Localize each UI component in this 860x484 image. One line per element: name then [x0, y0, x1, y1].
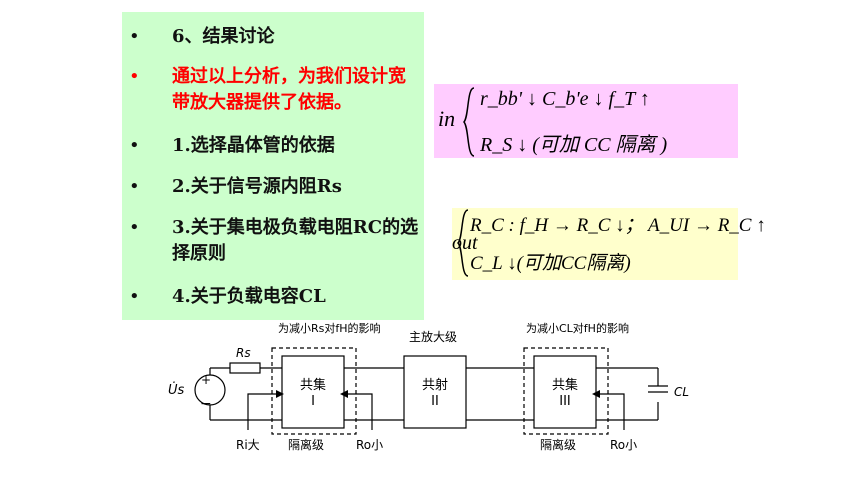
- formula-out-prefix: out: [452, 232, 478, 254]
- stage2-num: II: [431, 394, 439, 409]
- bullet-marker: •: [129, 217, 140, 238]
- stage1-name: 共集: [299, 378, 326, 393]
- formula-in-line2: R_S ↓ (可加 CC 隔离 ): [480, 134, 668, 156]
- ro-arrowhead-icon: [340, 390, 348, 398]
- bullet-marker: •: [129, 176, 140, 197]
- bullet-marker: •: [129, 26, 140, 47]
- rs-resistor-icon: [229, 362, 261, 374]
- input-formula-box: [434, 84, 738, 158]
- ri-note: Ri大: [236, 438, 260, 452]
- bullet-marker: •: [129, 66, 140, 87]
- svg-text:−: −: [200, 396, 212, 412]
- formula-out-line1: R_C : f_H → R_C ↓； A_UI → R_C ↑: [470, 215, 766, 236]
- stage2-name: 共射: [421, 378, 448, 393]
- source-label: U̇s: [168, 383, 185, 398]
- formula-in-brace: [463, 87, 475, 157]
- ro-note-2: Ro小: [610, 438, 638, 452]
- ro-note-1: Ro小: [356, 438, 384, 452]
- iso-label-1: 隔离级: [288, 438, 325, 452]
- note-main-stage: 主放大级: [409, 330, 458, 344]
- svg-text:+: +: [201, 373, 211, 387]
- ro-arrowhead-icon: [592, 390, 600, 398]
- bullet-text: 通过以上分析，为我们设计宽带放大器提供了依据。: [172, 66, 406, 113]
- note-rs: 为减小Rs对fH的影响: [278, 322, 381, 335]
- bullet-text: 3.关于集电极负载电阻RC的选择原则: [172, 217, 419, 264]
- iso-label-2: 隔离级: [540, 438, 577, 452]
- bullet-marker: •: [129, 135, 140, 156]
- note-cl: 为减小CL对fH的影响: [526, 322, 629, 335]
- formula-in-prefix: in: [438, 106, 456, 131]
- stage3-name: 共集: [551, 378, 578, 393]
- bullet-text: 4.关于负载电容CL: [172, 286, 326, 307]
- formula-out-brace: [456, 209, 469, 277]
- ri-arrowhead-icon: [276, 390, 284, 398]
- bullet-text: 6、结果讨论: [172, 26, 275, 47]
- formula-out-line2: C_L ↓(可加CC隔离): [470, 253, 631, 274]
- bullet-text: 2.关于信号源内阻Rs: [172, 176, 342, 197]
- output-formula-box: [452, 208, 738, 280]
- bullet-text: 1.选择晶体管的依据: [172, 135, 335, 156]
- bullet-panel: • 6、结果讨论 • 通过以上分析，为我们设计宽带放大器提供了依据。 • 1.选…: [122, 12, 424, 320]
- bullet-marker: •: [129, 286, 140, 307]
- rs-label: Rs: [236, 346, 251, 360]
- stage1-num: I: [311, 394, 315, 409]
- stage2-box: [403, 355, 467, 429]
- stage3-num: III: [559, 394, 571, 409]
- formula-in-line1: r_bb' ↓ C_b'e ↓ f_T ↑: [480, 88, 650, 110]
- cl-label: CL: [674, 385, 690, 399]
